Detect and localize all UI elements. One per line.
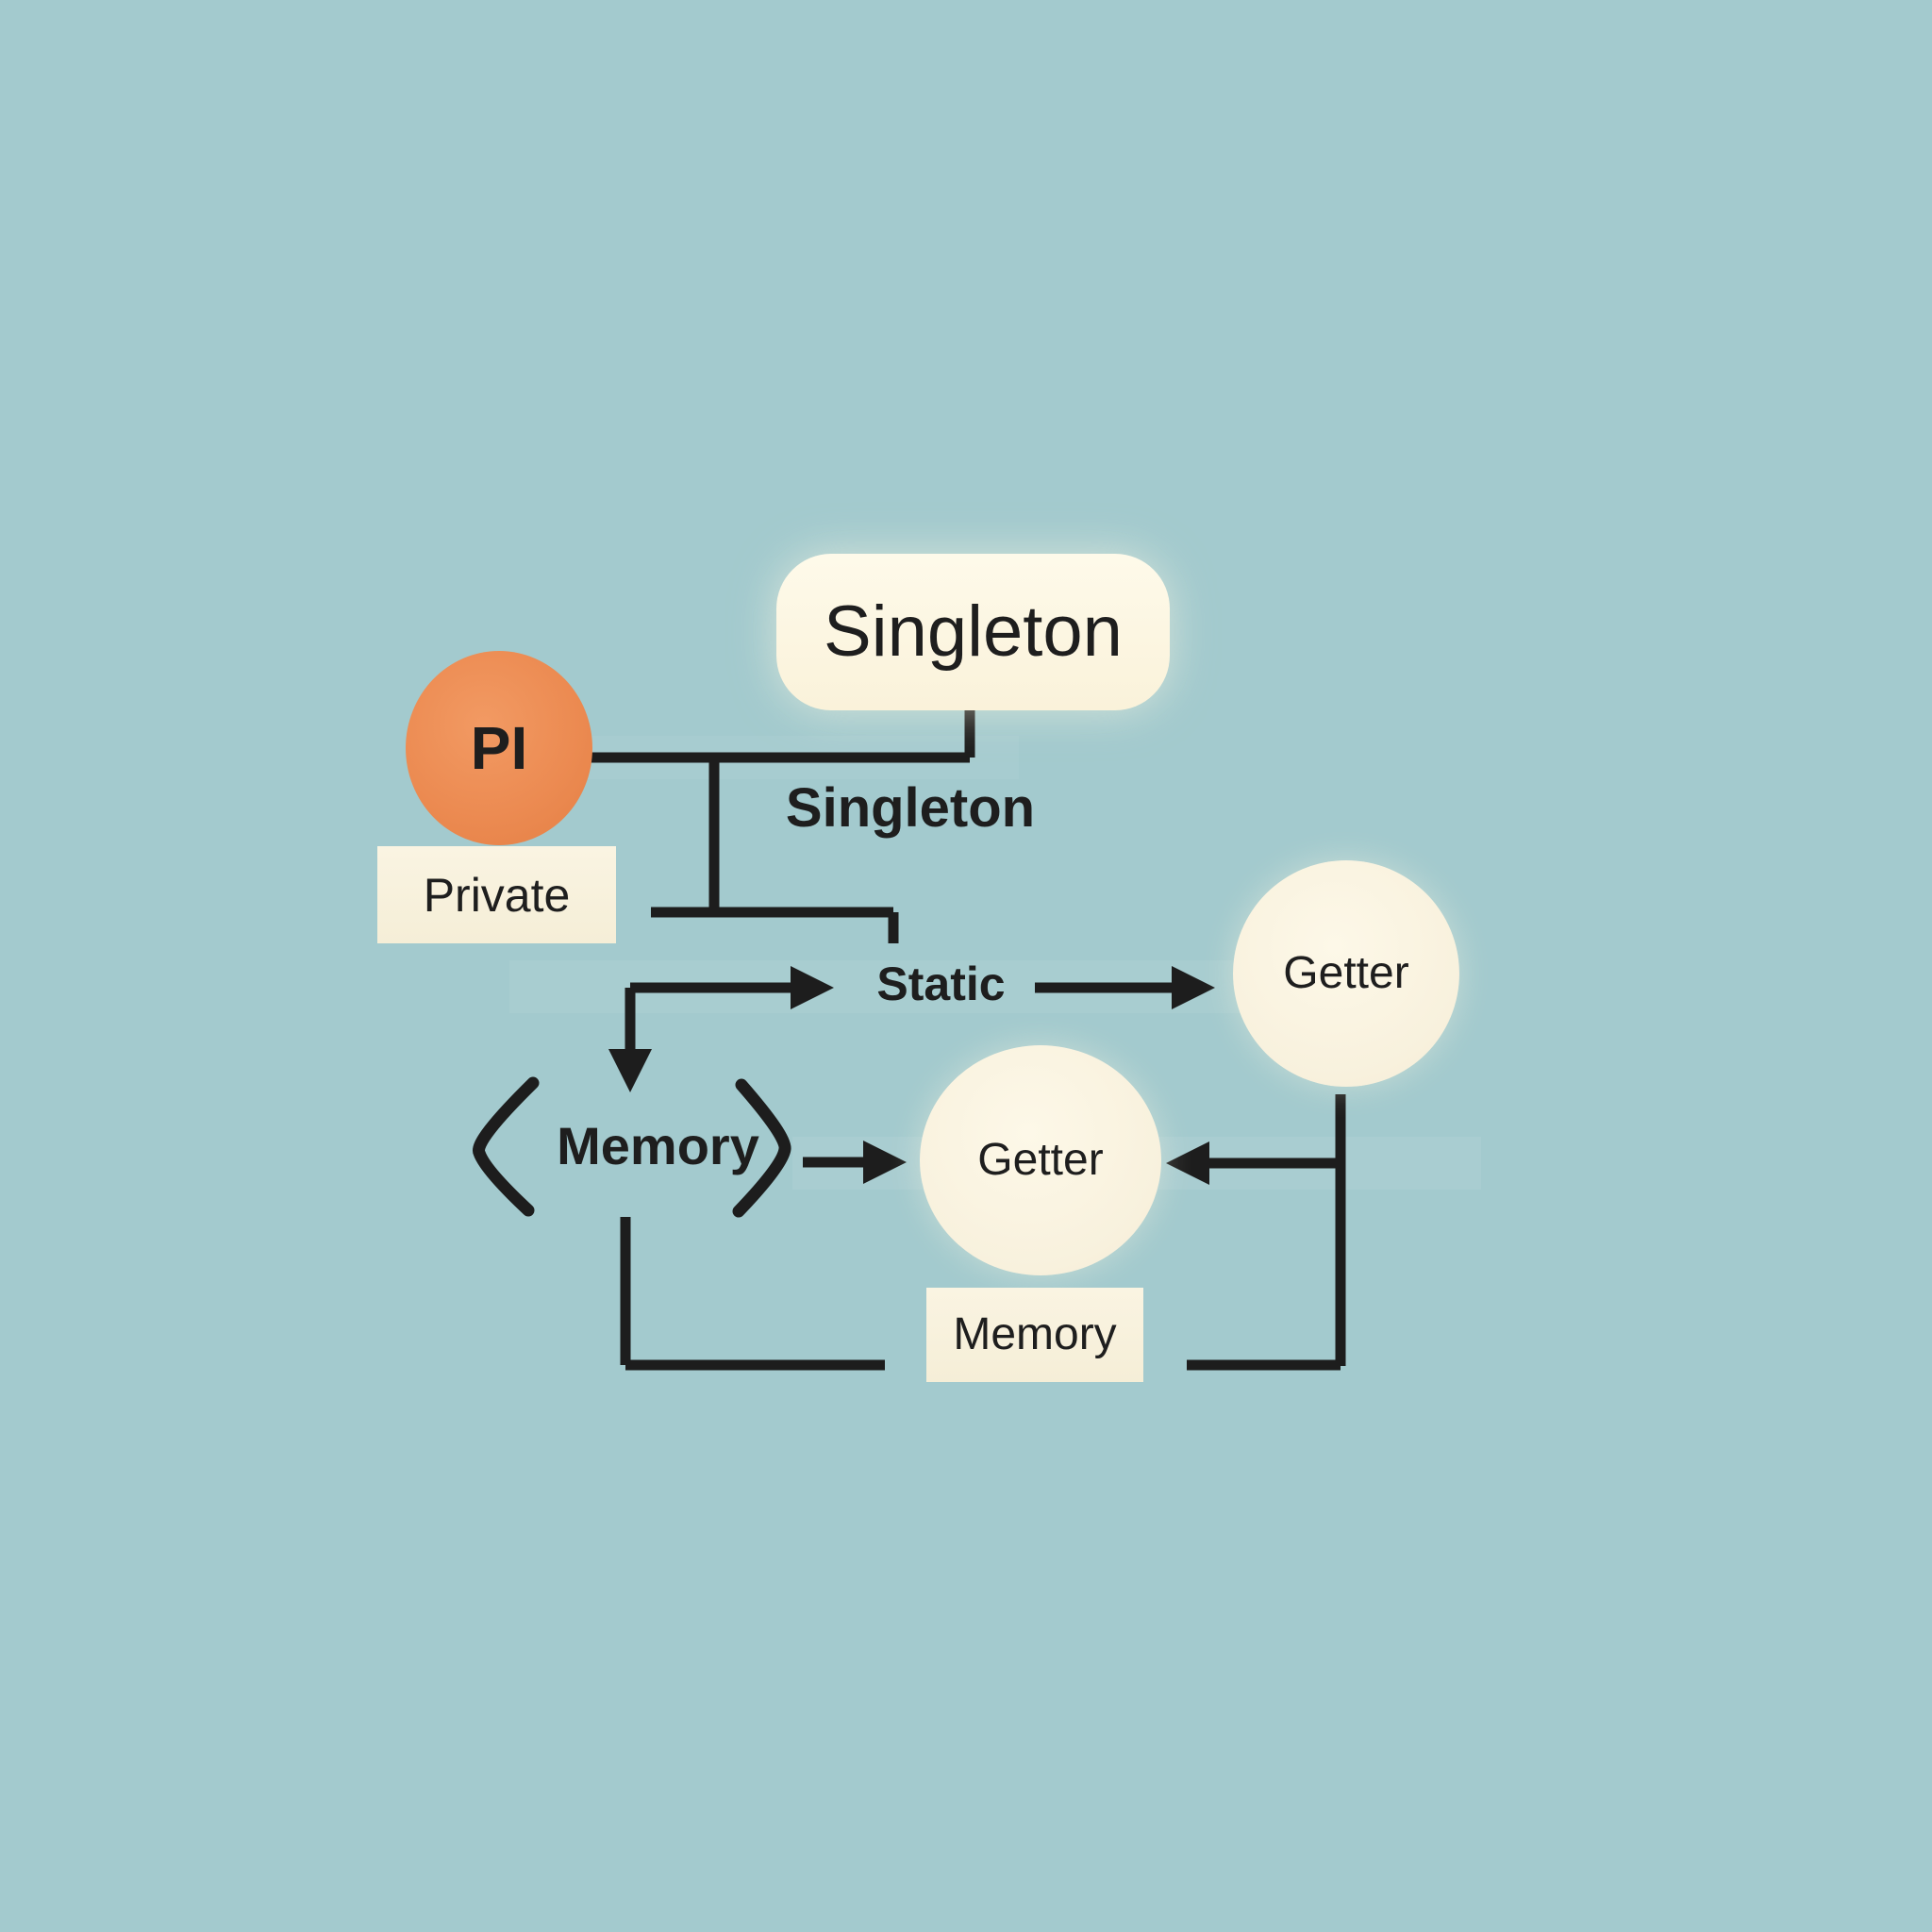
static-text: Static <box>876 958 1006 1010</box>
edge-singleton-to-pi <box>591 710 975 763</box>
singleton-class-box: Singleton <box>776 554 1170 710</box>
edge-elbow-static-memory <box>625 982 797 1055</box>
memory-box-label: Memory <box>953 1309 1117 1359</box>
singleton-text-label: Singleton <box>750 775 1071 841</box>
singleton-text: Singleton <box>785 777 1036 839</box>
getter-circle-top: Getter <box>1233 860 1459 1087</box>
edge-branch-down <box>651 758 899 943</box>
pi-instance-node: PI <box>406 651 592 845</box>
arrowhead-right-to-static-icon <box>791 966 834 1009</box>
edge-getter-loop <box>1187 1094 1346 1371</box>
singleton-class-box-label: Singleton <box>824 591 1123 672</box>
arrowhead-left-to-getter-center-icon <box>1166 1141 1209 1185</box>
private-label: Private <box>423 868 571 922</box>
memory-box: Memory <box>926 1288 1143 1382</box>
arrowhead-right-to-getter-center-icon <box>863 1141 907 1184</box>
angle-bracket-left-icon <box>473 1076 540 1217</box>
getter-center-label: Getter <box>977 1135 1104 1185</box>
getter-top-label: Getter <box>1283 948 1409 998</box>
arrowhead-right-to-getter-icon <box>1172 966 1215 1009</box>
memory-angle-text: Memory <box>557 1116 759 1175</box>
getter-circle-center: Getter <box>920 1045 1161 1275</box>
arrowhead-down-to-memory-icon <box>608 1049 652 1092</box>
static-label: Static <box>849 955 1033 1013</box>
private-label-box: Private <box>377 846 616 943</box>
memory-angle-label: Memory <box>538 1116 778 1176</box>
pi-instance-label: PI <box>470 714 528 782</box>
edge-memory-bottom-loop <box>620 1217 885 1371</box>
angle-bracket-right-icon <box>732 1078 791 1218</box>
